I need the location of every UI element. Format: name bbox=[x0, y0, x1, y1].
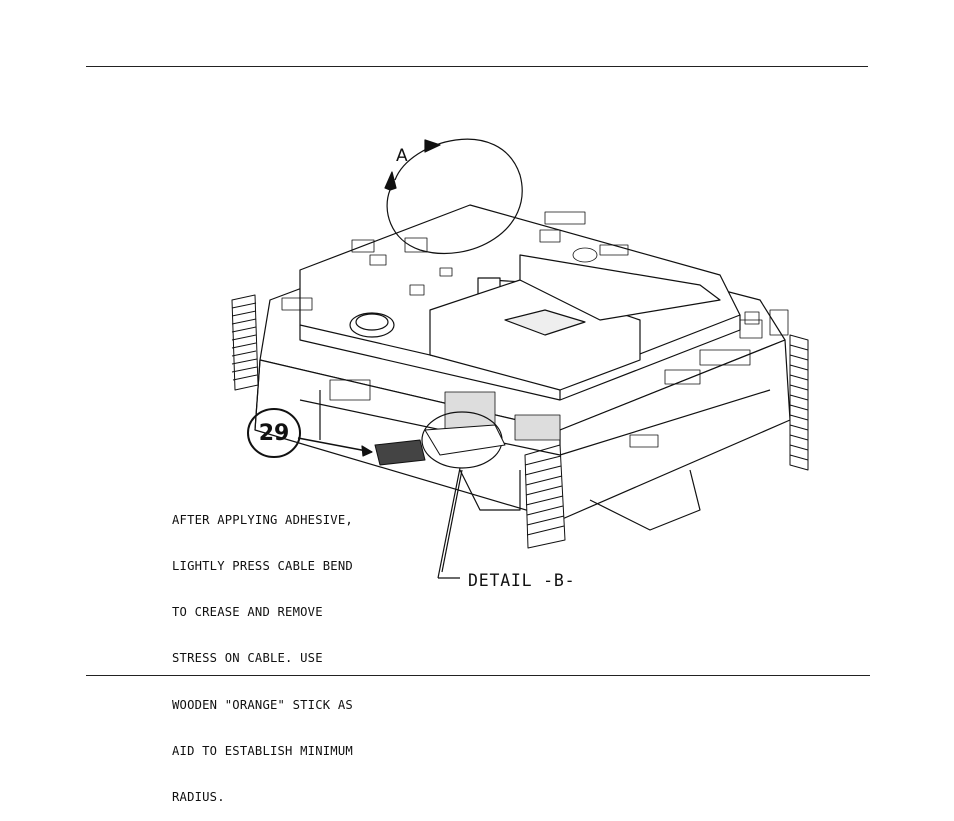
view-a-callout-circle bbox=[384, 138, 523, 255]
note-line: STRESS ON CABLE. USE bbox=[172, 651, 323, 666]
coin-battery bbox=[349, 312, 395, 338]
cable-connector bbox=[374, 424, 506, 466]
note-line: AID TO ESTABLISH MINIMUM bbox=[172, 743, 353, 758]
note-line: AFTER APPLYING ADHESIVE, bbox=[172, 512, 353, 527]
note-line: WOODEN "ORANGE" STICK AS bbox=[172, 697, 353, 712]
detail-b-label: DETAIL -B- bbox=[468, 571, 576, 590]
header-rule bbox=[86, 66, 868, 67]
board-components bbox=[351, 211, 789, 336]
center-module bbox=[429, 254, 721, 391]
lower-frame bbox=[299, 389, 771, 531]
note-line: LIGHTLY PRESS CABLE BEND bbox=[172, 559, 353, 574]
footer-rule bbox=[86, 675, 870, 676]
left-heatsink-fins bbox=[231, 294, 259, 391]
front-heatsink-fins bbox=[524, 444, 566, 549]
note-line: TO CREASE AND REMOVE bbox=[172, 605, 323, 620]
item-29-balloon bbox=[247, 408, 373, 458]
note-line: RADIUS. bbox=[172, 790, 225, 805]
assembly-drawing bbox=[231, 138, 809, 579]
assembly-note: AFTER APPLYING ADHESIVE, LIGHTLY PRESS C… bbox=[172, 482, 353, 821]
item-number-label: 29 bbox=[258, 420, 290, 446]
right-heatsink-fins bbox=[789, 334, 809, 471]
view-a-label: A bbox=[396, 146, 408, 166]
